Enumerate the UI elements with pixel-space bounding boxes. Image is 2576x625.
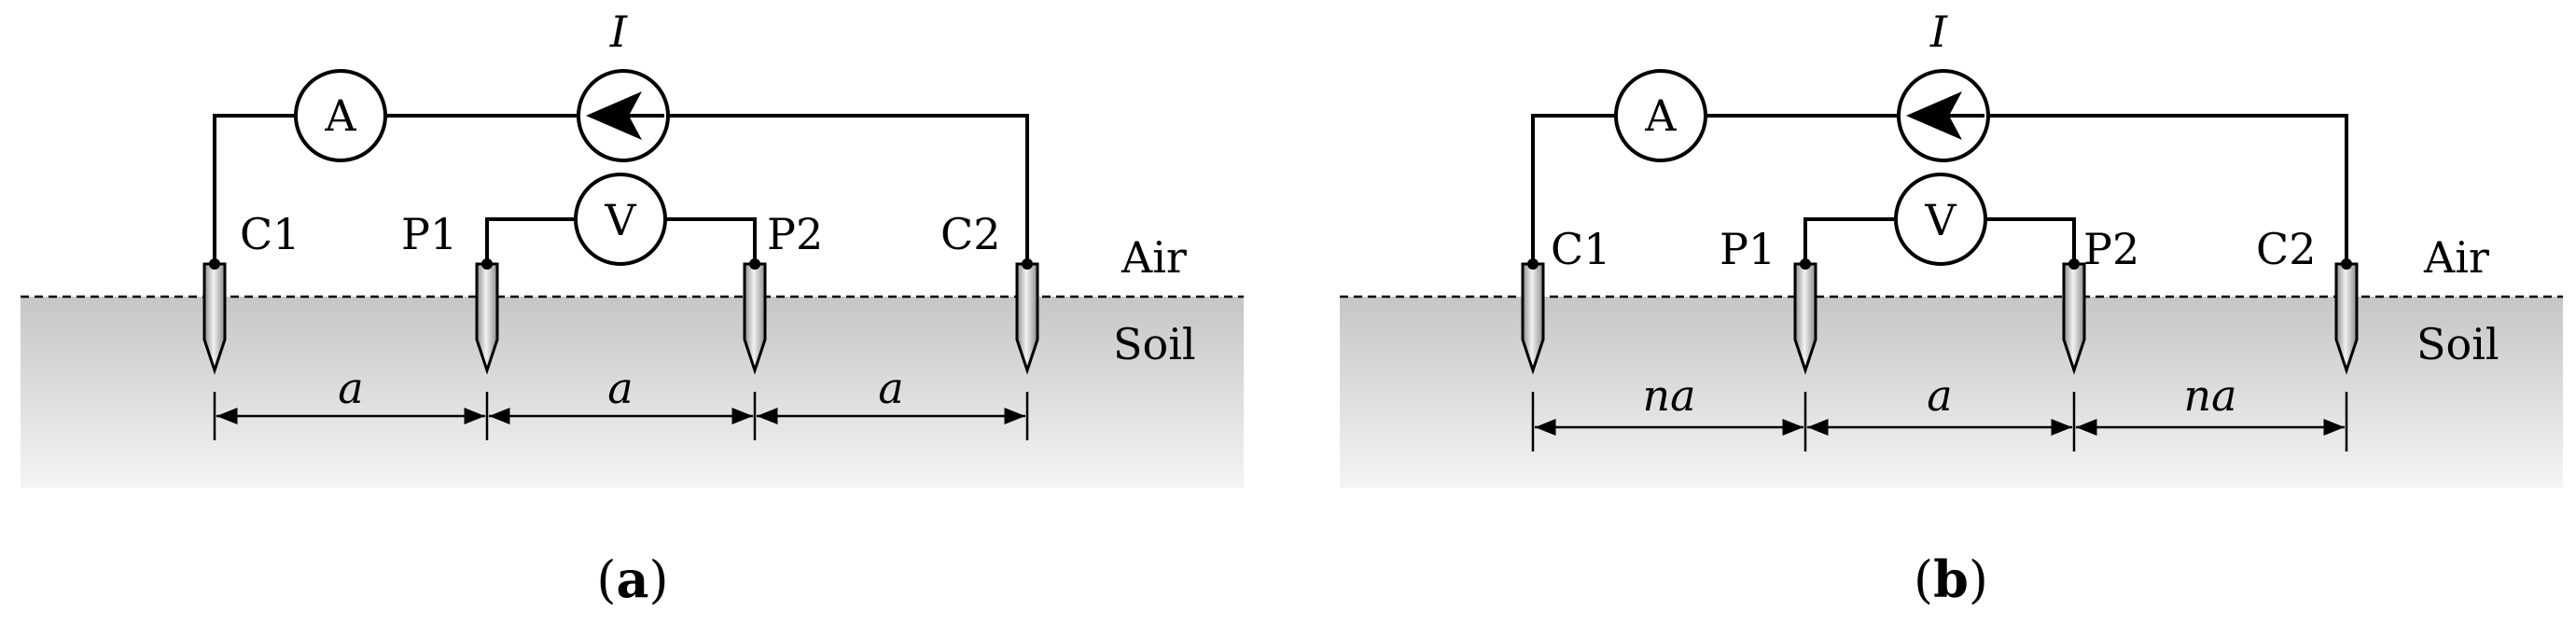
- electrode-c2: [2334, 258, 2359, 375]
- ammeter: A: [294, 69, 387, 162]
- panel-caption: (b): [1914, 549, 1988, 609]
- spacing-label-2: a: [607, 363, 633, 413]
- ammeter-label: A: [324, 90, 356, 141]
- voltmeter: V: [574, 173, 667, 266]
- current-direction-arrow-icon: [586, 91, 642, 140]
- spacing-label-3: a: [878, 363, 903, 413]
- electrode-c1: [1521, 258, 1545, 375]
- air-label: Air: [2423, 232, 2489, 283]
- electrode-label-c1: C1: [240, 209, 299, 259]
- ammeter-label: A: [1644, 90, 1677, 141]
- voltmeter: V: [1894, 173, 1987, 266]
- current-source: I: [577, 7, 670, 162]
- electrode-label-p2: P2: [767, 209, 823, 259]
- electrode-p2: [743, 258, 767, 375]
- soil-label: Soil: [2416, 319, 2499, 369]
- spacing-label-1: na: [1642, 370, 1695, 421]
- air-label: Air: [1121, 232, 1187, 283]
- voltmeter-label: V: [604, 195, 636, 245]
- spacing-dimensions: [1531, 392, 2348, 451]
- panel-a: A I V C1: [21, 7, 1244, 609]
- panel-b: A I V C1 P1 P2 C2: [1340, 7, 2563, 609]
- electrode-c2: [1015, 258, 1039, 375]
- spacing-label-1: a: [338, 363, 363, 413]
- electrode-p1: [475, 258, 499, 375]
- electrode-p2: [2062, 258, 2086, 375]
- panel-caption: (a): [596, 549, 668, 609]
- spacing-dimensions: [213, 392, 1029, 440]
- electrode-label-c2: C2: [940, 209, 1000, 259]
- spacing-label-3: na: [2183, 370, 2236, 421]
- electrode-label-c1: C1: [1551, 224, 1610, 274]
- caption-letter: a: [617, 549, 649, 609]
- soil-label: Soil: [1113, 319, 1196, 369]
- electrode-label-p1: P1: [401, 209, 457, 259]
- electrode-label-p1: P1: [1720, 224, 1775, 274]
- electrode-label-c2: C2: [2256, 224, 2316, 274]
- current-label: I: [609, 7, 628, 57]
- electrode-p1: [1793, 258, 1817, 375]
- spacing-label-2: a: [1927, 370, 1952, 421]
- current-direction-arrow-icon: [1906, 91, 1962, 140]
- current-label: I: [1929, 7, 1948, 57]
- electrode-label-p2: P2: [2083, 224, 2139, 274]
- current-source: I: [1897, 7, 1990, 162]
- caption-letter: b: [1933, 549, 1969, 609]
- electrode-c1: [202, 258, 227, 375]
- ammeter: A: [1614, 69, 1707, 162]
- voltmeter-label: V: [1924, 195, 1956, 245]
